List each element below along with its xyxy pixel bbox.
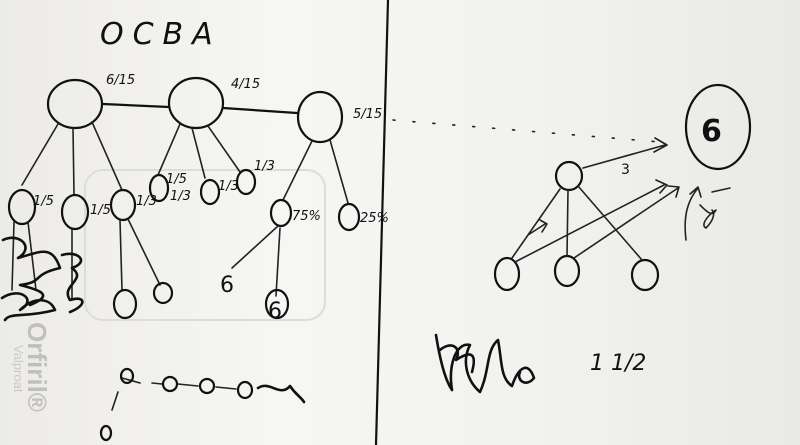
- branches-node-1: [21, 121, 123, 196]
- deep-node-3: [264, 288, 290, 320]
- scribble-1: [1, 236, 62, 307]
- leaf-label-2: 1/5: [90, 203, 111, 218]
- bottom-scribble: [434, 333, 536, 394]
- result-circle: [684, 83, 752, 171]
- scribble-3: [60, 252, 84, 314]
- bottom-node-3: [630, 258, 660, 292]
- cross-arrow-2: [573, 185, 680, 259]
- lower-label-2: 6: [268, 299, 282, 324]
- edge-label-3: 5/15: [353, 107, 382, 122]
- root-node-3: [296, 90, 344, 144]
- background-card: [84, 169, 326, 321]
- leaf-label-8: 75%: [292, 209, 321, 224]
- leaf-label-7: 1/3: [170, 189, 191, 204]
- cross-arrow-1: [514, 179, 668, 263]
- leaf-node-8: [337, 202, 361, 232]
- chain-node-1: [119, 367, 135, 385]
- chain-scribble: [256, 384, 306, 404]
- bottom-node-1: [493, 256, 521, 292]
- leaf-label-9: 25%: [360, 211, 389, 226]
- leaf-node-2: [60, 193, 90, 231]
- chain-node-4: [236, 380, 254, 400]
- dotted-connector: [392, 119, 661, 143]
- title: OCBA: [100, 17, 222, 52]
- root-node-2: [167, 76, 225, 130]
- side-scribble: [699, 187, 731, 229]
- leaf-node-3: [109, 188, 137, 222]
- leaf-label-6: 1/3: [254, 159, 275, 174]
- chain-node-3: [198, 377, 216, 395]
- bottom-scribble-2: [438, 344, 476, 374]
- leaf-label-3: 1/3: [136, 194, 157, 209]
- deep-node-2: [152, 281, 174, 305]
- lower-label-1: 6: [220, 273, 234, 298]
- divider-line: [374, 0, 390, 445]
- hub-edge-label: 3: [621, 162, 630, 178]
- branches-node-2: [157, 123, 241, 179]
- edge-label-1: 6/15: [106, 73, 135, 88]
- hub-arrow: [582, 137, 668, 169]
- bottom-node-2: [553, 254, 581, 288]
- hub-branches: [511, 185, 643, 261]
- small-arrow: [527, 219, 548, 236]
- leaf-node-1: [7, 188, 37, 226]
- leaf-node-5: [199, 178, 221, 206]
- root-node-1: [46, 78, 104, 130]
- leaf-label-5: 1/3: [218, 179, 239, 194]
- side-arrow: [684, 186, 702, 241]
- deep-node-1: [112, 288, 138, 320]
- chain-tail: [111, 391, 119, 411]
- chain-end-node: [99, 424, 113, 442]
- scribble-2: [0, 292, 57, 322]
- root-edge-2: [221, 106, 299, 115]
- leaf-label-1: 1/5: [33, 194, 54, 209]
- edge-label-2: 4/15: [231, 77, 260, 92]
- result-value: 6: [701, 114, 722, 149]
- chain-links: [121, 377, 237, 390]
- chain-node-2: [161, 375, 179, 393]
- leaf-node-6: [235, 168, 257, 196]
- root-edge-1: [101, 102, 171, 109]
- leaf-node-4: [148, 173, 170, 203]
- third-level-branches: [11, 218, 281, 301]
- hub-node: [554, 160, 584, 192]
- leaf-node-7: [269, 198, 293, 228]
- leaf-label-4: 1/5: [166, 172, 187, 187]
- branches-node-3: [282, 139, 349, 204]
- mixed-number: 1 1/2: [590, 351, 646, 376]
